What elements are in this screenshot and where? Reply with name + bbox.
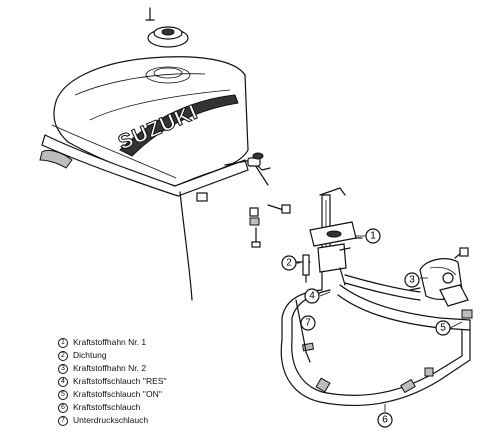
legend-label: Kraftstoffschlauch ''RES'' bbox=[73, 376, 167, 386]
callout-1: 1 bbox=[365, 228, 381, 244]
svg-text:7: 7 bbox=[305, 318, 311, 329]
legend-item: 3 Kraftstoffhahn Nr. 2 bbox=[58, 362, 167, 375]
fuel-cock-2 bbox=[409, 247, 469, 307]
svg-text:6: 6 bbox=[382, 415, 388, 426]
legend-item: 6 Kraftstoffschlauch bbox=[58, 401, 167, 414]
callout-6: 6 bbox=[377, 412, 393, 428]
legend-number: 4 bbox=[58, 376, 68, 387]
legend-label: Unterdruckschlauch bbox=[73, 415, 149, 425]
callout-3: 3 bbox=[404, 272, 420, 288]
svg-text:3: 3 bbox=[409, 275, 415, 286]
legend-item: 5 Kraftstoffschlauch ''ON'' bbox=[58, 388, 167, 401]
legend-label: Kraftstoffschlauch ''ON'' bbox=[73, 389, 163, 399]
legend-item: 4 Kraftstoffschlauch ''RES'' bbox=[58, 375, 167, 388]
legend-label: Kraftstoffhahn Nr. 2 bbox=[73, 363, 147, 373]
legend-item: 2 Dichtung bbox=[58, 349, 167, 362]
legend-number: 5 bbox=[58, 389, 68, 400]
legend-number: 2 bbox=[58, 350, 68, 361]
svg-text:5: 5 bbox=[440, 323, 446, 334]
legend-label: Dichtung bbox=[73, 350, 107, 360]
callout-5: 5 bbox=[435, 320, 451, 336]
front-cushion bbox=[39, 149, 73, 169]
callout-4: 4 bbox=[304, 288, 320, 304]
legend-number: 6 bbox=[58, 402, 68, 413]
legend-number: 1 bbox=[58, 337, 68, 348]
svg-text:4: 4 bbox=[309, 291, 315, 302]
legend-item: 1 Kraftstoffhahn Nr. 1 bbox=[58, 336, 167, 349]
mount-hardware bbox=[249, 152, 291, 248]
fuel-tank bbox=[39, 56, 271, 202]
gasket bbox=[296, 254, 311, 283]
svg-text:1: 1 bbox=[370, 231, 376, 242]
svg-text:2: 2 bbox=[286, 258, 292, 269]
legend-label: Kraftstoffhahn Nr. 1 bbox=[73, 337, 147, 347]
callout-2: 2 bbox=[281, 255, 297, 271]
drain-hose bbox=[179, 191, 193, 301]
legend-label: Kraftstoffschlauch bbox=[73, 402, 141, 412]
fuel-cock-1 bbox=[309, 187, 363, 291]
filler-cap bbox=[145, 7, 191, 84]
legend-number: 3 bbox=[58, 363, 68, 374]
legend-item: 7 Unterdruckschlauch bbox=[58, 414, 167, 427]
callout-7: 7 bbox=[300, 315, 316, 331]
legend-number: 7 bbox=[58, 415, 68, 426]
